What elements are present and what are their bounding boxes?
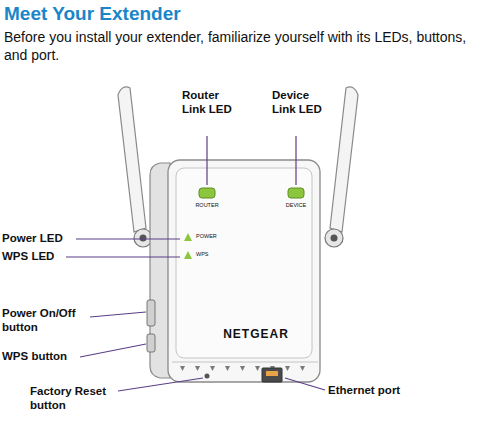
right-antenna: [325, 87, 358, 247]
ethernet-contacts: [266, 371, 278, 376]
power-switch: [147, 300, 155, 326]
leader-lines: [66, 136, 325, 391]
ethernet-port-shape: [262, 368, 282, 382]
panel-text: WPS: [196, 251, 209, 258]
left-antenna: [118, 87, 152, 247]
part-label: Factory Reset button: [30, 384, 120, 413]
bottom-edge: [172, 362, 318, 363]
part-label: Ethernet port: [328, 383, 400, 397]
front-plate: [176, 168, 312, 358]
brand-logo: NETGEAR: [223, 327, 289, 342]
part-label: Power LED: [2, 231, 63, 245]
part-label: Device Link LED: [272, 88, 322, 117]
part-label: WPS LED: [2, 249, 54, 263]
wps-led-triangle: [184, 251, 192, 259]
vents: [180, 366, 305, 371]
part-label: WPS button: [2, 349, 67, 363]
router-led: [199, 188, 215, 198]
wps-button-shape: [147, 334, 155, 352]
page-title: Meet Your Extender: [4, 2, 181, 26]
reset-hole: [205, 374, 210, 379]
device-led: [288, 188, 304, 198]
panel-text: DEVICE: [286, 202, 306, 209]
panel-text: POWER: [196, 233, 217, 240]
power-led-triangle: [184, 233, 192, 241]
panel-text: ROUTER: [195, 202, 218, 209]
intro-text: Before you install your extender, famili…: [4, 29, 482, 64]
part-label: Power On/Off button: [2, 306, 90, 335]
part-label: Router Link LED: [182, 88, 232, 117]
housing-front: [168, 160, 320, 382]
